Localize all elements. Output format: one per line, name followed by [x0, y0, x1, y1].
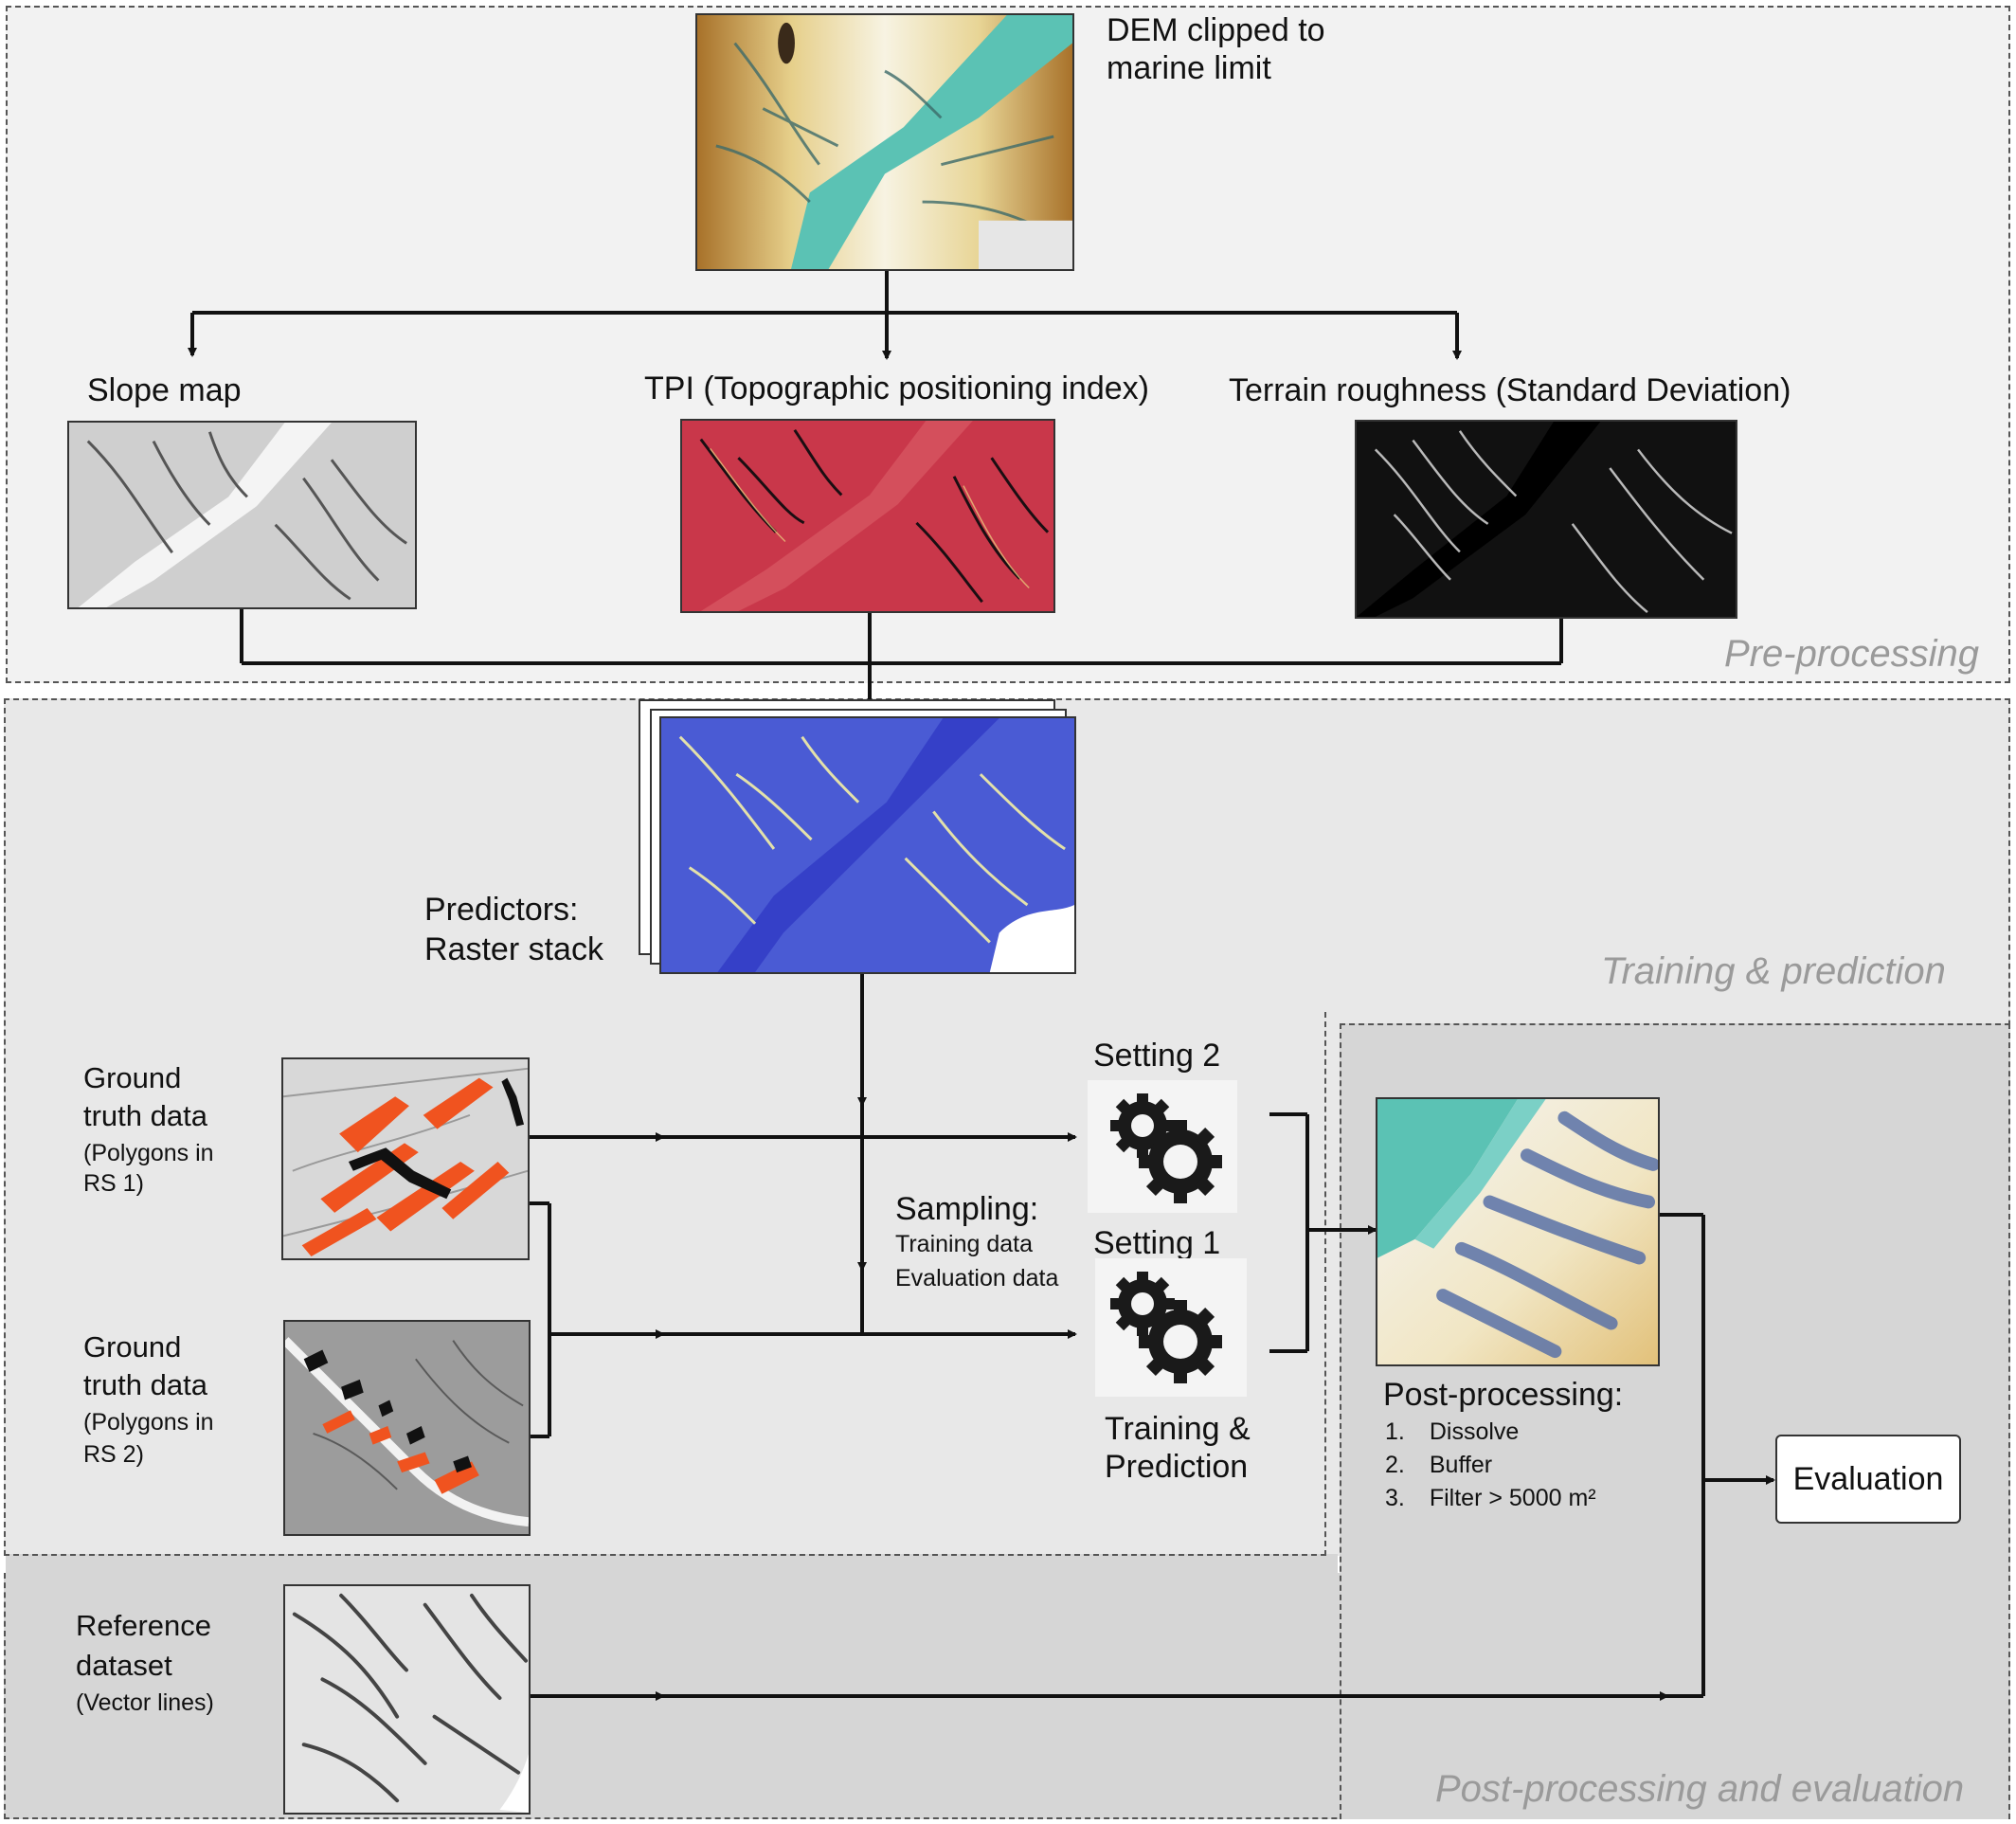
gt2-label-line2: truth data	[83, 1366, 207, 1404]
roughness-image	[1355, 420, 1737, 619]
sampling-training-data: Training data	[895, 1228, 1033, 1261]
postprocessing-title: Post-processing:	[1383, 1376, 1623, 1415]
training-label-line2: Prediction	[1105, 1448, 1248, 1487]
sampling-evaluation-data: Evaluation data	[895, 1262, 1058, 1295]
gt1-image	[281, 1057, 530, 1260]
sampling-title: Sampling:	[895, 1190, 1038, 1229]
evaluation-box: Evaluation	[1775, 1435, 1961, 1524]
tpi-image	[680, 419, 1055, 613]
step-number: 1.	[1385, 1416, 1405, 1449]
postprocessing-step: 2. Buffer	[1385, 1449, 1596, 1482]
tpi-label: TPI (Topographic positioning index)	[644, 370, 1149, 408]
predictors-label-line1: Predictors:	[424, 891, 579, 930]
dem-image	[695, 13, 1074, 271]
postprocessing-image	[1376, 1097, 1660, 1366]
slope-map-image	[67, 421, 417, 609]
gt1-label-line4: RS 1)	[83, 1167, 144, 1201]
slope-map-label: Slope map	[87, 371, 242, 410]
setting1-gears-icon	[1095, 1258, 1247, 1397]
gt2-label-line1: Ground	[83, 1328, 181, 1366]
setting2-label: Setting 2	[1093, 1037, 1220, 1075]
reference-label-line1: Reference	[76, 1607, 211, 1645]
gt2-label-line3: (Polygons in	[83, 1406, 214, 1439]
reference-image	[283, 1584, 531, 1815]
step-number: 3.	[1385, 1482, 1405, 1515]
postprocessing-step: 1. Dissolve	[1385, 1416, 1596, 1449]
reference-label-line3: (Vector lines)	[76, 1687, 214, 1720]
raster-stack-image	[659, 716, 1076, 974]
evaluation-label: Evaluation	[1793, 1461, 1944, 1498]
roughness-label: Terrain roughness (Standard Deviation)	[1229, 371, 1791, 410]
setting2-gears-icon	[1088, 1080, 1237, 1213]
gt1-label-line2: truth data	[83, 1097, 207, 1135]
dem-label-line2: marine limit	[1107, 49, 1271, 88]
gt1-label-line3: (Polygons in	[83, 1137, 214, 1170]
dem-label-line1: DEM clipped to	[1107, 11, 1325, 50]
reference-label-line2: dataset	[76, 1647, 172, 1685]
step-text: Dissolve	[1430, 1416, 1519, 1449]
predictors-label-line2: Raster stack	[424, 930, 603, 969]
training-label-line1: Training &	[1105, 1410, 1251, 1449]
postprocessing-steps: 1. Dissolve 2. Buffer 3. Filter > 5000 m²	[1385, 1416, 1596, 1515]
gt2-image	[283, 1320, 531, 1536]
postprocessing-step: 3. Filter > 5000 m²	[1385, 1482, 1596, 1515]
step-text: Filter > 5000 m²	[1430, 1482, 1596, 1515]
step-text: Buffer	[1430, 1449, 1492, 1482]
gt1-label-line1: Ground	[83, 1059, 181, 1097]
step-number: 2.	[1385, 1449, 1405, 1482]
setting1-label: Setting 1	[1093, 1224, 1220, 1263]
gt2-label-line4: RS 2)	[83, 1438, 144, 1472]
